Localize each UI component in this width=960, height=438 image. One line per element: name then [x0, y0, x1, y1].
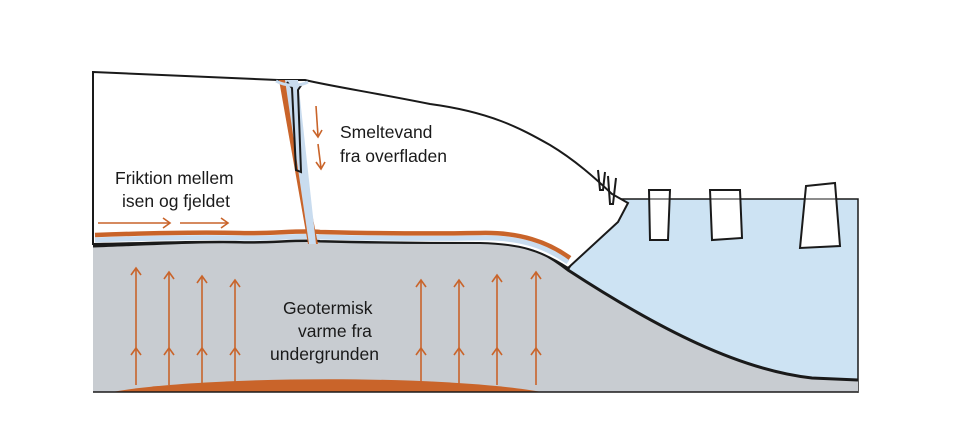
surface-melt-pond [275, 79, 309, 87]
basal-heat-layer [94, 229, 572, 260]
iceberg-2 [708, 189, 744, 242]
geothermal-label-line1: Geotermisk [283, 298, 373, 318]
friction-arrows [98, 217, 230, 229]
meltwater-arrows [312, 105, 326, 171]
geothermal-label-line2: varme fra [298, 321, 372, 341]
bedrock [93, 240, 858, 392]
geothermal-label-line3: undergrunden [270, 344, 379, 364]
basal-meltwater [94, 233, 570, 265]
friction-label-line2: isen og fjeldet [122, 191, 230, 211]
meltwater-label-line2: fra overfladen [340, 146, 447, 166]
glacier-ice [92, 70, 630, 270]
front-crevasse-1 [597, 169, 606, 191]
geothermal-arrows-left [130, 266, 241, 385]
friction-label-line1: Friktion mellem [115, 168, 234, 188]
meltwater-label-line1: Smeltevand [340, 122, 432, 142]
iceberg-1 [647, 189, 672, 241]
front-crevasse-2 [607, 175, 617, 205]
geothermal-heat-zone [112, 379, 542, 392]
iceberg-3 [798, 181, 842, 250]
moulin-crack [286, 81, 303, 174]
geothermal-arrows-right [415, 270, 542, 385]
